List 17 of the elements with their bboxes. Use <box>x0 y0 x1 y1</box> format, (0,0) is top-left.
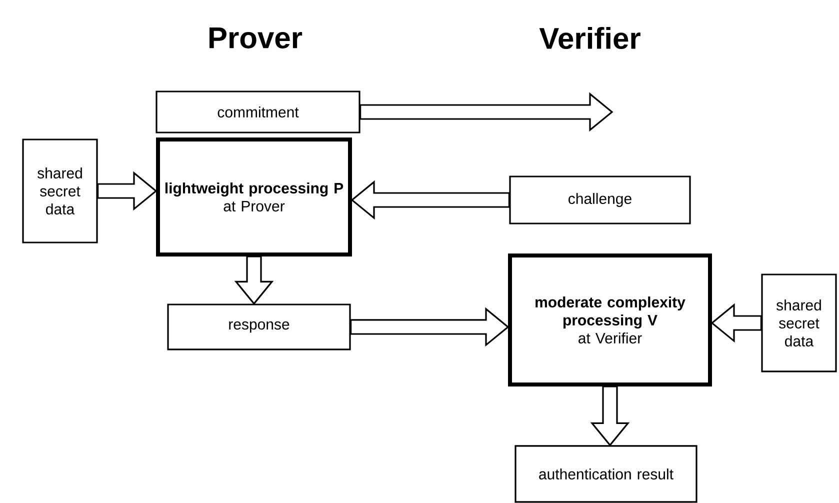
data-box: shared secret data <box>22 138 98 244</box>
message-box: response <box>167 304 351 350</box>
block-arrow <box>97 171 158 211</box>
block-arrow <box>234 256 274 305</box>
message-box: commitment <box>156 90 360 134</box>
block-arrow <box>350 180 510 220</box>
process-box: moderate complexity processing V at Verifier <box>508 254 712 386</box>
block-arrow <box>590 386 630 446</box>
block-arrow <box>360 92 614 132</box>
block-arrow <box>350 307 510 347</box>
process-box: lightweight processing P at Prover <box>156 138 352 256</box>
block-arrow <box>710 303 762 343</box>
result-box: authentication result <box>514 445 698 503</box>
heading: Prover <box>210 28 302 48</box>
heading: Verifier <box>539 26 640 50</box>
message-box: challenge <box>509 176 691 224</box>
data-box: shared secret data <box>761 274 837 372</box>
